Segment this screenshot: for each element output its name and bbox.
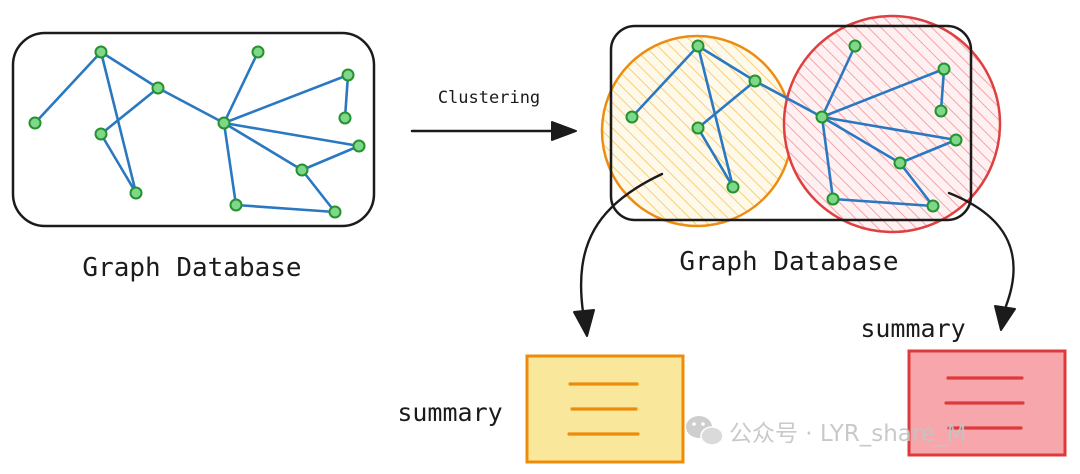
graph-edge [696,44,757,83]
graph-edge [300,168,337,214]
graph-node [625,110,639,124]
graph-node [338,111,352,125]
summary-label-orange: summary [397,398,502,427]
graph-edge [898,161,935,208]
graph-edge [696,79,757,130]
graph-node [251,45,265,59]
summary-card-red: summary [860,314,1067,457]
graph-edge [696,126,735,189]
graph-edge [156,86,226,125]
graph-edge [222,73,350,125]
arrow-head [551,121,577,141]
graph-node [229,198,243,212]
graph-edge [99,50,138,195]
graph-edge [222,121,304,172]
right-graph-edges [630,44,958,208]
clustering-arrow: Clustering [410,88,577,141]
graph-edge [831,197,935,208]
left-graph-panel: Graph Database [11,31,376,283]
left-graph-box [11,31,376,228]
graph-node [893,156,907,170]
graph-node [691,39,705,53]
graph-node [28,116,42,130]
graph-edge [939,67,946,113]
graph-edge [820,115,835,201]
graph-edge [99,86,160,136]
graph-node [726,180,740,194]
summary-card-orange: summary [397,354,685,464]
graph-edge [33,50,103,125]
graph-node [295,163,309,177]
left-panel-caption: Graph Database [82,253,301,283]
graph-node [949,133,963,147]
summary-arrow-orange [573,172,664,337]
graph-node [151,81,165,95]
graph-edge [630,44,700,119]
graph-node [94,127,108,141]
graph-node [691,121,705,135]
watermark: 公众号 · LYR_share_M [686,416,966,447]
graph-node [826,192,840,206]
graph-edge [898,138,958,165]
left-graph-nodes [28,45,366,219]
wechat-icon [686,416,724,446]
graph-edge [222,50,260,125]
graph-edge [820,44,857,119]
graph-edge [300,144,361,172]
graph-node [937,62,951,76]
graph-edge [820,115,958,142]
graph-node [815,110,829,124]
graph-edge [222,121,238,207]
graph-node [328,205,342,219]
left-graph-edges [33,50,361,214]
graph-node [934,104,948,118]
cluster-red [782,14,1002,234]
graph-node [129,186,143,200]
graph-edge [343,73,350,120]
clustering-label: Clustering [438,88,540,108]
graph-edge [99,132,138,195]
graph-node [748,74,762,88]
graph-edge [820,67,946,119]
summary-label-red: summary [860,314,965,343]
graph-node [217,116,231,130]
right-graph-box [609,24,973,222]
right-graph-panel: Graph Database [600,14,1002,277]
watermark-text: 公众号 · LYR_share_M [729,421,966,447]
graph-node [94,45,108,59]
graph-edge [696,44,735,189]
graph-edge [820,115,902,165]
right-panel-caption: Graph Database [679,247,898,277]
graph-node [352,139,366,153]
right-graph-nodes [625,39,963,213]
graph-edge [753,79,824,119]
graph-edge [99,50,160,90]
graph-edge [222,121,361,148]
graph-node [341,68,355,82]
summary-arrow-red [947,191,1016,331]
graph-edge [234,203,337,214]
graph-node [926,199,940,213]
graph-node [848,39,862,53]
